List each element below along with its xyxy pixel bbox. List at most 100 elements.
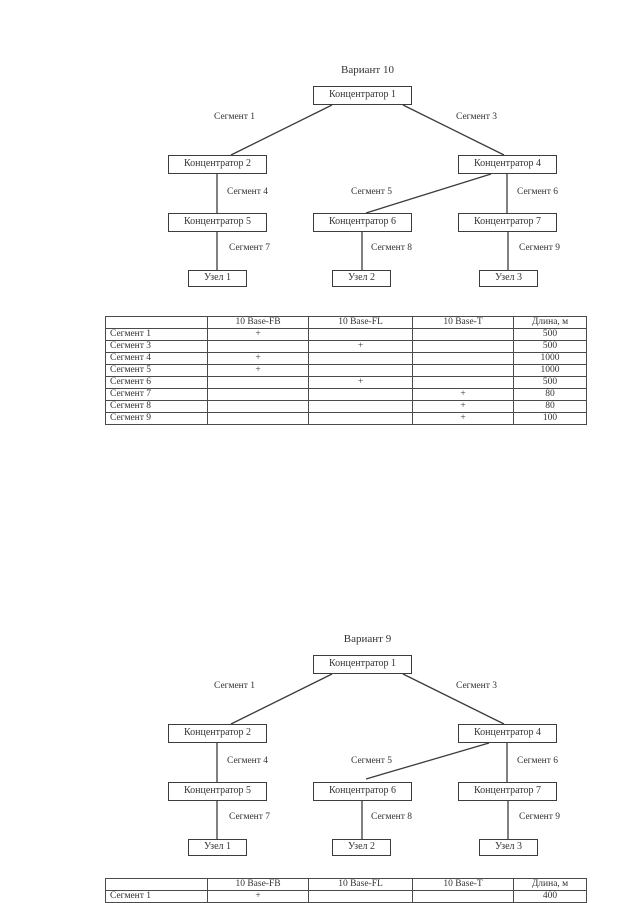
segment5-label: Сегмент 5 (351, 187, 393, 197)
cell-fl (308, 412, 413, 425)
table-row: Сегмент 8 + 80 (105, 400, 587, 413)
segment9-label: Сегмент 9 (519, 812, 561, 822)
segment5-label: Сегмент 5 (351, 756, 393, 766)
hub1-box: Концентратор 1 (313, 655, 412, 674)
cell-length: 80 (513, 400, 587, 413)
cell-segment: Сегмент 6 (105, 376, 208, 389)
cell-segment: Сегмент 1 (105, 890, 208, 903)
cell-fl (308, 352, 413, 365)
cell-fl (308, 364, 413, 377)
cell-segment: Сегмент 7 (105, 388, 208, 401)
cell-t (412, 364, 514, 377)
node2-box: Узел 2 (332, 839, 391, 856)
node3-box: Узел 3 (479, 270, 538, 287)
hub6-box: Концентратор 6 (313, 213, 412, 232)
cell-length: 500 (513, 328, 587, 341)
segment7-label: Сегмент 7 (229, 243, 271, 253)
cell-fb (207, 340, 309, 353)
table-row: Сегмент 7 + 80 (105, 388, 587, 401)
hub7-box: Концентратор 7 (458, 213, 557, 232)
cell-segment: Сегмент 4 (105, 352, 208, 365)
cell-length: 100 (513, 412, 587, 425)
cell-fl: + (308, 340, 413, 353)
table-row: Сегмент 5 + 1000 (105, 364, 587, 377)
cell-fb (207, 400, 309, 413)
segment8-label: Сегмент 8 (371, 243, 413, 253)
cell-fl (308, 328, 413, 341)
cell-t: + (412, 400, 514, 413)
hub4-box: Концентратор 4 (458, 155, 557, 174)
cell-t: + (412, 412, 514, 425)
segment9-label: Сегмент 9 (519, 243, 561, 253)
cell-length: 1000 (513, 352, 587, 365)
cell-fb: + (207, 352, 309, 365)
hub5-box: Концентратор 5 (168, 782, 267, 801)
segment7-label: Сегмент 7 (229, 812, 271, 822)
table-header-row: 10 Base-FB 10 Base-FL 10 Base-T Длина, м (105, 316, 587, 329)
segment8-label: Сегмент 8 (371, 812, 413, 822)
cell-fb (207, 376, 309, 389)
cell-segment: Сегмент 3 (105, 340, 208, 353)
cell-t (412, 376, 514, 389)
segment-config-table-variant-10: 10 Base-FB 10 Base-FL 10 Base-T Длина, м… (105, 316, 587, 425)
table-row: Сегмент 9 + 100 (105, 412, 587, 425)
segment-config-table-variant-9: 10 Base-FB 10 Base-FL 10 Base-T Длина, м… (105, 878, 587, 903)
hub5-box: Концентратор 5 (168, 213, 267, 232)
table-row: Сегмент 1 + 400 (105, 890, 587, 903)
node2-box: Узел 2 (332, 270, 391, 287)
header-10base-t: 10 Base-T (412, 316, 514, 329)
cell-length: 1000 (513, 364, 587, 377)
hub4-box: Концентратор 4 (458, 724, 557, 743)
table-row: Сегмент 1 + 500 (105, 328, 587, 341)
cell-length: 80 (513, 388, 587, 401)
table-header-row: 10 Base-FB 10 Base-FL 10 Base-T Длина, м (105, 878, 587, 891)
segment1-label: Сегмент 1 (214, 681, 256, 691)
cell-t (412, 890, 514, 903)
diagram-variant-10: Вариант 10 Концентратор 1 Концентратор 2… (0, 60, 638, 300)
table-row: Сегмент 4 + 1000 (105, 352, 587, 365)
header-10base-fb: 10 Base-FB (207, 316, 309, 329)
segment4-label: Сегмент 4 (227, 756, 269, 766)
node1-box: Узел 1 (188, 839, 247, 856)
node3-box: Узел 3 (479, 839, 538, 856)
cell-fl: + (308, 376, 413, 389)
cell-fb (207, 412, 309, 425)
hub6-box: Концентратор 6 (313, 782, 412, 801)
header-empty (105, 878, 208, 891)
hub7-box: Концентратор 7 (458, 782, 557, 801)
header-length: Длина, м (513, 316, 587, 329)
table-row: Сегмент 6 + 500 (105, 376, 587, 389)
table-row: Сегмент 3 + 500 (105, 340, 587, 353)
diagram-title: Вариант 10 (341, 64, 394, 76)
segment6-label: Сегмент 6 (517, 187, 559, 197)
cell-t (412, 340, 514, 353)
cell-t (412, 352, 514, 365)
segment3-label: Сегмент 3 (456, 112, 498, 122)
hub2-box: Концентратор 2 (168, 155, 267, 174)
cell-segment: Сегмент 5 (105, 364, 208, 377)
cell-length: 500 (513, 376, 587, 389)
header-10base-fl: 10 Base-FL (308, 878, 413, 891)
cell-segment: Сегмент 9 (105, 412, 208, 425)
connector-lines (216, 104, 509, 270)
cell-fb: + (207, 364, 309, 377)
hub2-box: Концентратор 2 (168, 724, 267, 743)
header-10base-t: 10 Base-T (412, 878, 514, 891)
node1-box: Узел 1 (188, 270, 247, 287)
connector-lines (216, 673, 509, 839)
cell-segment: Сегмент 8 (105, 400, 208, 413)
cell-fb: + (207, 890, 309, 903)
cell-fb: + (207, 328, 309, 341)
cell-fl (308, 400, 413, 413)
segment6-label: Сегмент 6 (517, 756, 559, 766)
cell-t (412, 328, 514, 341)
header-length: Длина, м (513, 878, 587, 891)
header-10base-fl: 10 Base-FL (308, 316, 413, 329)
cell-fl (308, 388, 413, 401)
segment3-label: Сегмент 3 (456, 681, 498, 691)
hub1-box: Концентратор 1 (313, 86, 412, 105)
segment1-label: Сегмент 1 (214, 112, 256, 122)
cell-t: + (412, 388, 514, 401)
diagram-variant-9: Вариант 9 Концентратор 1 Концентратор 2 … (0, 629, 638, 869)
